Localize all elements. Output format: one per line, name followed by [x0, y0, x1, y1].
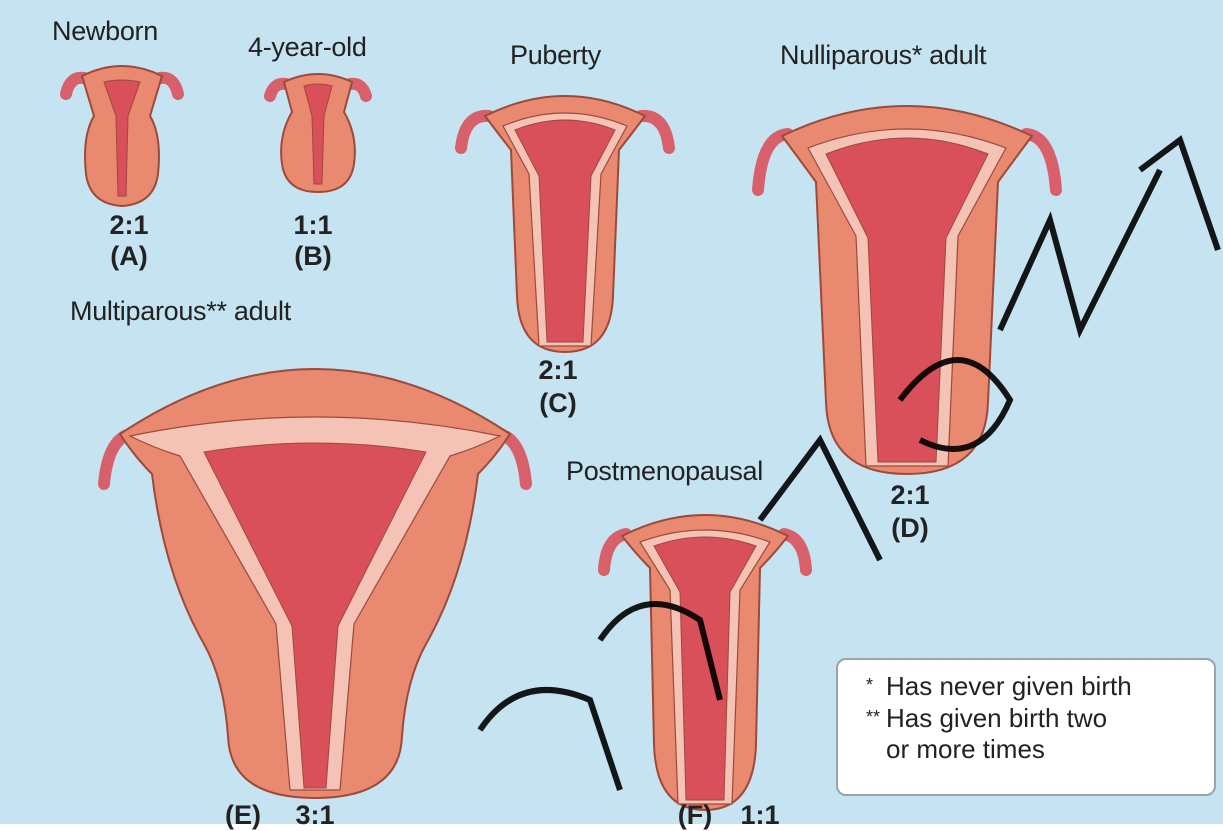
fallopian-tube-left [270, 84, 286, 96]
panel-letter-a: (A) [94, 241, 164, 272]
fallopian-tube-right [641, 116, 669, 148]
ratio-multiparous-adult: 3:1 [280, 800, 350, 831]
fallopian-tube-left [66, 78, 84, 94]
uterus-newborn [62, 56, 182, 206]
label-puberty: Puberty [510, 40, 601, 71]
legend-mark: * [866, 670, 886, 701]
panel-letter-c: (C) [518, 388, 598, 419]
watermark-stroke [1140, 140, 1218, 250]
legend-mark: ** [866, 702, 886, 733]
panel-letter-f: (F) [660, 800, 730, 831]
legend-item-multiparous-continuation: or more times [866, 734, 1206, 765]
ratio-newborn: 2:1 [94, 210, 164, 241]
fallopian-tube-left [758, 134, 788, 190]
legend-item-nulliparous: *Has never given birth [866, 670, 1206, 702]
legend-text: Has given birth two [886, 703, 1107, 733]
fallopian-tube-right [160, 78, 178, 94]
uterus-4-year-old [268, 66, 368, 192]
fallopian-tube-right [350, 84, 366, 96]
ratio-4-year-old: 1:1 [278, 210, 348, 241]
panel-letter-e: (E) [208, 800, 278, 831]
panel-letter-b: (B) [278, 241, 348, 272]
legend-text: Has never given birth [886, 671, 1132, 701]
uterus-postmenopausal [600, 494, 810, 810]
legend-box: *Has never given birth **Has given birth… [836, 658, 1216, 796]
label-postmenopausal: Postmenopausal [566, 456, 763, 487]
uterus-nulliparous-adult [752, 86, 1062, 474]
uterus-puberty [455, 76, 675, 352]
ratio-postmenopausal: 1:1 [730, 800, 790, 831]
ratio-nulliparous-adult: 2:1 [870, 480, 950, 511]
ratio-puberty: 2:1 [518, 355, 598, 386]
label-newborn: Newborn [52, 16, 158, 47]
label-multiparous-adult: Multiparous** adult [70, 296, 291, 327]
legend-item-multiparous: **Has given birth two [866, 702, 1206, 734]
label-4-year-old: 4-year-old [248, 32, 367, 63]
fallopian-tube-right [784, 534, 806, 570]
label-nulliparous-adult: Nulliparous* adult [780, 40, 986, 71]
fallopian-tube-left [461, 116, 489, 148]
uterus-multiparous-adult [100, 344, 530, 798]
fallopian-tube-right [1026, 134, 1056, 190]
fallopian-tube-left [604, 534, 626, 570]
panel-letter-d: (D) [870, 513, 950, 544]
